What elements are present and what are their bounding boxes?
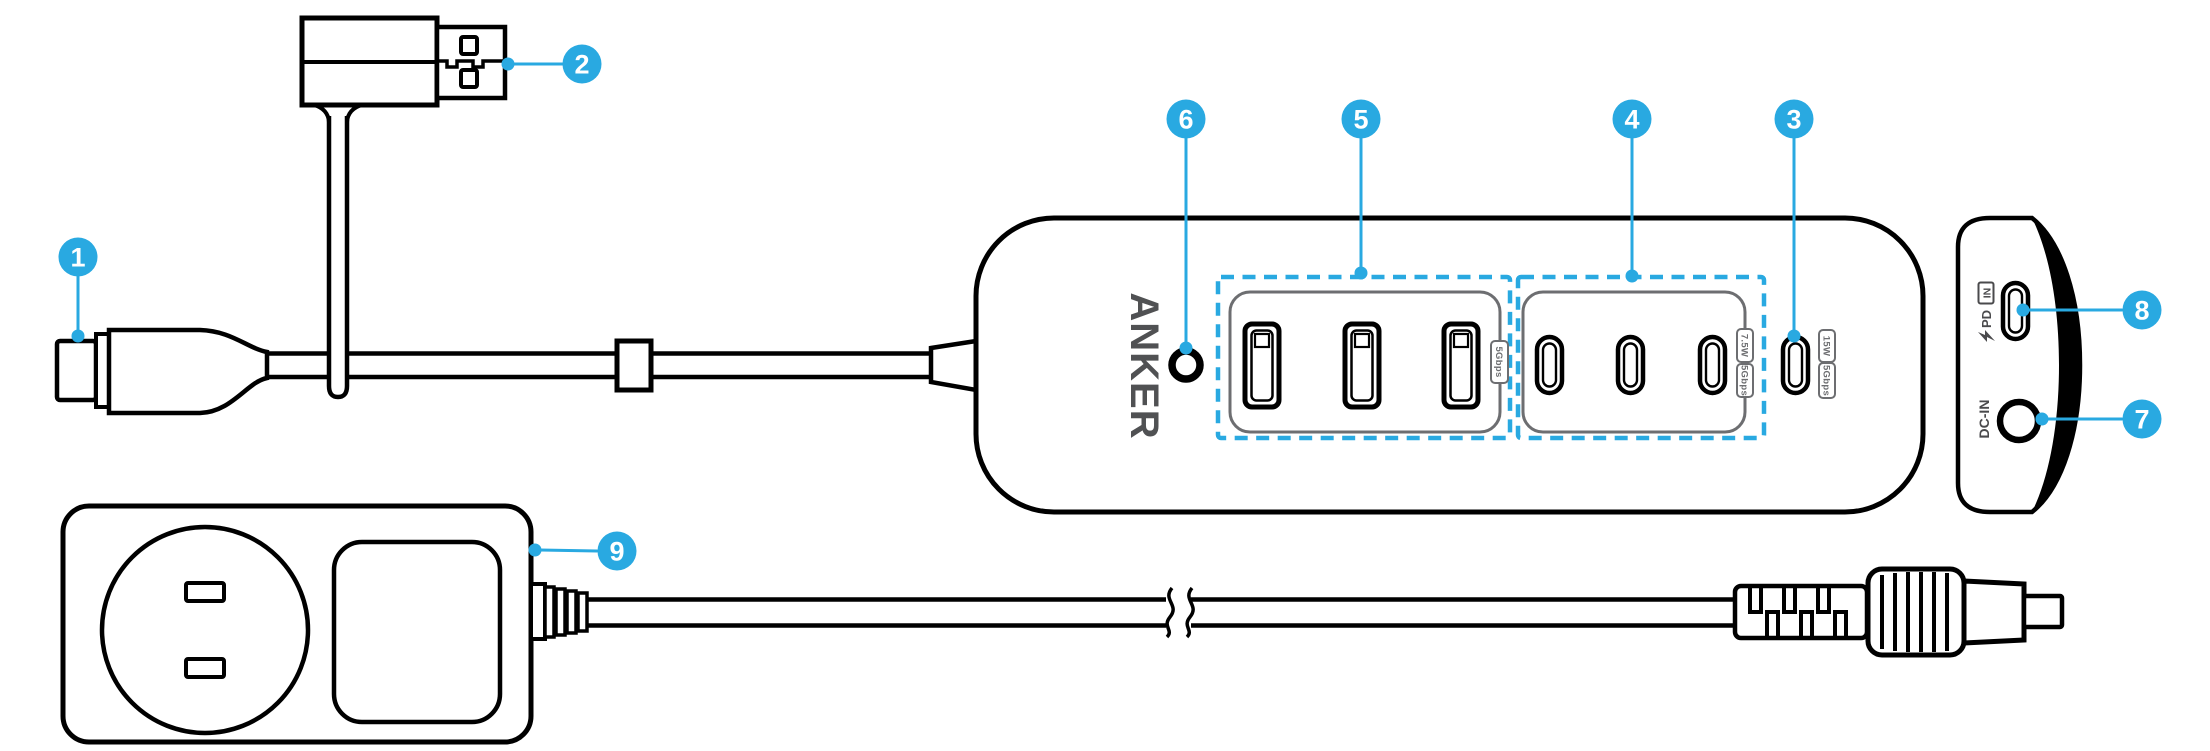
usb-c-plug-body xyxy=(106,327,270,416)
usb-a-cable xyxy=(326,116,350,400)
cable-break-mark xyxy=(1165,586,1175,639)
callout-3: 3 xyxy=(1774,99,1814,343)
dc-plug-body xyxy=(1961,578,2027,646)
prong-slot xyxy=(184,581,226,603)
usb-a-speed-badge: 5Gbps xyxy=(1490,340,1509,384)
svg-text:7: 7 xyxy=(2134,405,2149,435)
adapter-rib xyxy=(554,587,567,637)
dc-plug-tip xyxy=(2021,593,2065,630)
svg-text:9: 9 xyxy=(609,537,624,567)
usb-a-shield-hole xyxy=(459,35,479,56)
dc-in-port xyxy=(1996,398,2042,444)
svg-text:4: 4 xyxy=(1624,105,1639,135)
usb-a-shield-seam xyxy=(437,59,505,69)
svg-text:5Gbps: 5Gbps xyxy=(1493,346,1504,377)
callout-8: 8 xyxy=(2016,290,2162,330)
svg-text:8: 8 xyxy=(2134,296,2149,326)
host-cable xyxy=(262,351,931,380)
brand-logo: ANKER xyxy=(1122,292,1166,439)
hub: ANKER 5Gbps xyxy=(928,215,1926,515)
dc-in-label: DC-IN xyxy=(1976,400,1992,439)
svg-text:5Gbps: 5Gbps xyxy=(1821,365,1832,396)
usb-c-single-speed-badge: 5Gbps xyxy=(1818,362,1836,399)
usb-c-port xyxy=(1615,334,1646,396)
adapter-panel xyxy=(331,539,503,725)
usb-c-group-dashed-box xyxy=(1515,274,1767,441)
callout-6: 6 xyxy=(1166,99,1206,355)
pd-in-label: PD IN xyxy=(1977,281,1995,342)
power-adapter xyxy=(60,503,589,745)
usb-c-port xyxy=(1534,334,1565,396)
cable-marker xyxy=(614,338,654,393)
adapter-outlet-face xyxy=(99,524,311,736)
usb-c-plug-tip xyxy=(54,338,99,403)
adapter-rib xyxy=(543,585,556,639)
usb-c-connector xyxy=(54,327,270,416)
end-cap-shaded-edge xyxy=(2032,218,2080,512)
hub-end-cap: PD IN DC-IN xyxy=(1955,215,2083,515)
usb-c-port xyxy=(1697,334,1728,396)
callout-2: 2 xyxy=(501,44,602,84)
usb-c-single-power-badge: 15W xyxy=(1818,329,1836,363)
svg-text:7.5W: 7.5W xyxy=(1739,334,1750,357)
svg-text:IN: IN xyxy=(1982,288,1994,299)
usb-a-port xyxy=(1441,321,1481,410)
hub-strain-relief xyxy=(928,338,979,393)
prong-slot xyxy=(184,657,226,679)
dc-barrel-connector xyxy=(1732,566,2065,658)
svg-text:15W: 15W xyxy=(1821,336,1832,356)
usb-a-port xyxy=(1342,321,1382,410)
callouts: 1 2 3 4 5 xyxy=(58,44,2162,571)
svg-text:6: 6 xyxy=(1178,105,1193,135)
callout-4: 4 xyxy=(1612,99,1652,283)
svg-text:5Gbps: 5Gbps xyxy=(1739,365,1750,396)
callout-7: 7 xyxy=(2035,399,2162,439)
callout-9: 9 xyxy=(528,531,637,571)
svg-text:1: 1 xyxy=(70,243,85,273)
usb-c-port-single xyxy=(1780,334,1811,396)
led-indicator xyxy=(1168,347,1204,383)
cable-break-mark xyxy=(1185,586,1195,639)
svg-text:3: 3 xyxy=(1786,105,1801,135)
power-cable xyxy=(587,586,1737,639)
adapter-rib xyxy=(576,591,589,633)
svg-text:2: 2 xyxy=(574,50,589,80)
adapter-rib xyxy=(565,589,578,635)
callout-5: 5 xyxy=(1341,99,1381,280)
usb-a-shield-hole xyxy=(459,68,479,89)
svg-text:5: 5 xyxy=(1353,105,1368,135)
usb-a-group-dashed-box xyxy=(1215,274,1513,441)
svg-text:PD: PD xyxy=(1979,310,1994,328)
usb-a-connector xyxy=(299,15,508,123)
usb-a-port xyxy=(1242,321,1282,410)
callout-1: 1 xyxy=(58,237,98,343)
usb-c-group-speed-badge: 5Gbps xyxy=(1736,363,1754,398)
lightning-bolt-icon xyxy=(1978,330,1995,342)
adapter-strain-relief xyxy=(529,582,547,641)
usb-c-group-power-badge: 7.5W xyxy=(1736,328,1754,363)
